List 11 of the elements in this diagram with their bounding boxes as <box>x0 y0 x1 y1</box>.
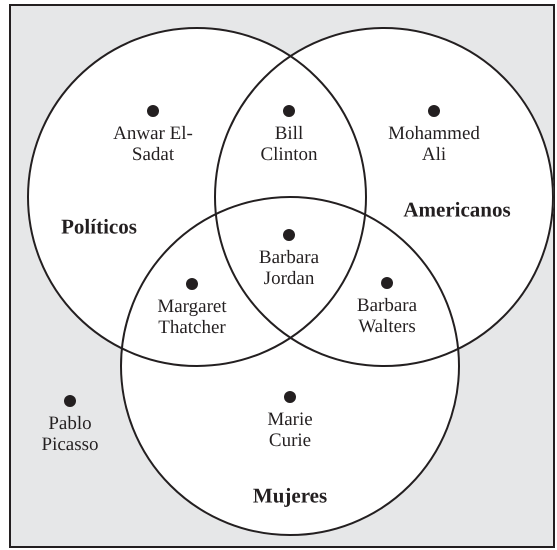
person-name: Marie Curie <box>266 409 314 451</box>
person-name: Anwar El-Sadat <box>113 123 193 165</box>
set-label: Mujeres <box>252 484 328 508</box>
set-label: Políticos <box>61 214 137 240</box>
person-name: Bill Clinton <box>259 123 318 165</box>
person-name: Margaret Thatcher <box>156 296 228 338</box>
person-name: Pablo Picasso <box>40 413 100 455</box>
person-name: Barbara Walters <box>356 295 418 337</box>
set-label: Americanos <box>403 198 511 222</box>
person-name: Barbara Jordan <box>258 247 320 289</box>
person-name: Mohammed Ali <box>387 123 481 165</box>
